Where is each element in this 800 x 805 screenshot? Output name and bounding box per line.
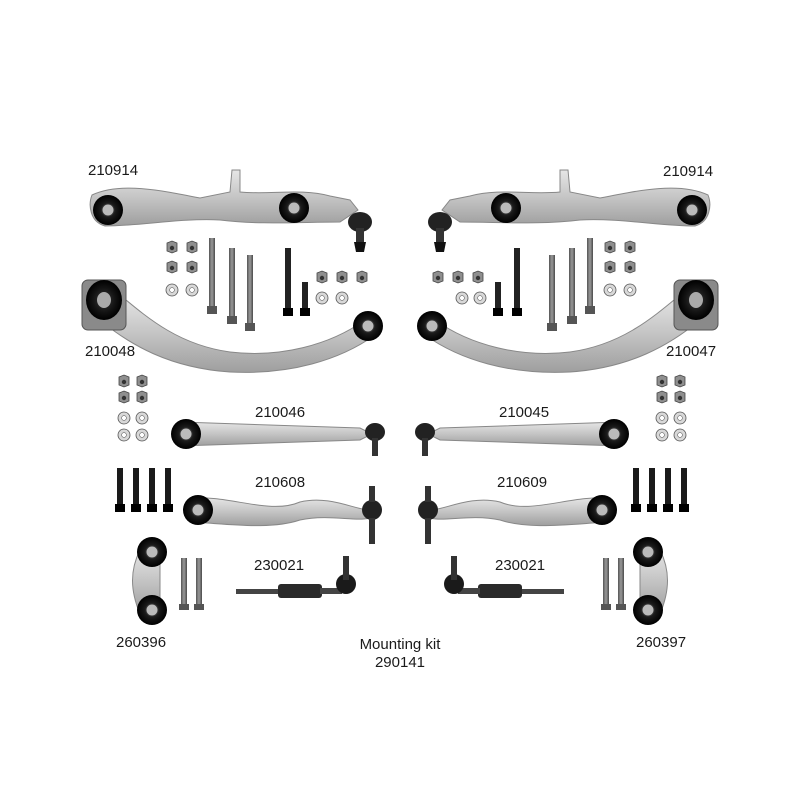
part-number-tie-rod-left: 230021 <box>254 557 305 574</box>
part-number-stabilizer-link-right: 260397 <box>636 634 687 651</box>
guide-arm-right <box>418 486 618 544</box>
mounting-kit-label: Mounting kit 290141 <box>340 636 460 672</box>
part-number-lower-arm-left: 210048 <box>85 343 136 360</box>
stabilizer-link-right <box>601 536 668 626</box>
part-number-upper-arm-left: 210914 <box>88 162 139 179</box>
track-rod-right <box>415 418 630 456</box>
tie-rod-left <box>236 556 356 598</box>
upper-arm-left <box>89 169 372 252</box>
hardware-mid-left <box>117 374 149 442</box>
guide-arm-left <box>182 486 382 544</box>
stabilizer-link-left <box>132 536 204 626</box>
lower-arm-right <box>416 279 719 373</box>
mounting-kit-title: Mounting kit <box>359 636 441 653</box>
part-number-guide-arm-right: 210609 <box>497 474 548 491</box>
hardware-mid-right <box>655 374 687 442</box>
part-number-upper-arm-right: 210914 <box>663 163 714 180</box>
hardware-top-left <box>165 238 368 331</box>
part-number-track-rod-right: 210045 <box>499 404 550 421</box>
track-rod-left <box>170 418 385 456</box>
lower-arm-left <box>81 279 384 373</box>
tie-rod-right <box>444 556 564 598</box>
black-bolts-right <box>631 468 689 512</box>
part-number-guide-arm-left: 210608 <box>255 474 306 491</box>
part-number-track-rod-left: 210046 <box>255 404 306 421</box>
upper-arm-right <box>428 169 711 252</box>
part-number-tie-rod-right: 230021 <box>495 557 546 574</box>
hardware-top-right <box>432 238 637 331</box>
black-bolts-left <box>115 468 173 512</box>
mounting-kit-number: 290141 <box>374 654 426 671</box>
part-number-lower-arm-right: 210047 <box>666 343 717 360</box>
part-number-stabilizer-link-left: 260396 <box>116 634 167 651</box>
